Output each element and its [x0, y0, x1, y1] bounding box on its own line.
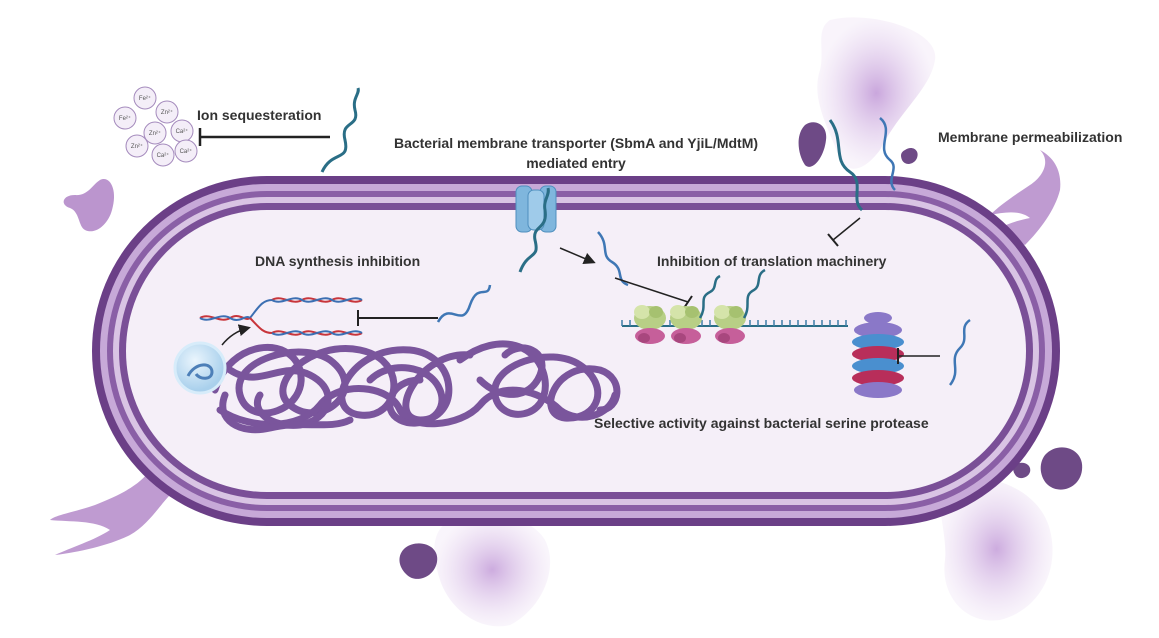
peptide-transporter — [518, 187, 550, 273]
ribosome-2 — [670, 305, 702, 344]
replication-fork-lens — [173, 324, 251, 395]
translation-inhibition-marker-left — [614, 277, 693, 309]
peptide-permeabilization-1 — [828, 119, 864, 212]
bacterial-cell — [92, 176, 1060, 526]
lysis-bursts — [50, 17, 1083, 627]
label-membrane-permeabilization: Membrane permeabilization — [938, 129, 1123, 145]
label-dna-synthesis-inhibition: DNA synthesis inhibition — [255, 253, 421, 269]
ion-label: Zn²⁺ — [149, 130, 161, 137]
blob-bottom-left — [399, 543, 438, 579]
entry-arrow — [559, 247, 596, 265]
protease-inhibition-marker — [897, 348, 940, 364]
translation-inhibition-marker-right — [827, 217, 861, 247]
label-transporter-line1: Bacterial membrane transporter (SbmA and… — [393, 135, 759, 151]
burst-bottom-center — [434, 512, 551, 627]
label-translation-inhibition: Inhibition of translation machinery — [657, 253, 887, 269]
ion-label: Ca²⁺ — [180, 148, 193, 155]
ion-label: Fe²⁺ — [139, 95, 151, 102]
ribosome-1 — [634, 305, 666, 344]
blob-top-right-2 — [901, 147, 918, 164]
peptide-protease — [948, 318, 971, 386]
burst-right — [985, 150, 1061, 245]
burst-left — [63, 179, 115, 232]
burst-bottom-right — [940, 477, 1053, 621]
dna-replication-fork — [199, 297, 363, 336]
blob-top-right-1 — [798, 122, 827, 167]
label-ion-sequestration: Ion sequesteration — [197, 107, 322, 123]
dna-inhibition-marker — [357, 310, 438, 326]
peptide-dna — [436, 284, 492, 323]
label-transporter-line2: mediated entry — [526, 155, 626, 171]
peptide-ribosome-2 — [742, 268, 766, 319]
ion-label: Ca²⁺ — [176, 128, 189, 135]
ion-label: Ca²⁺ — [157, 152, 170, 159]
membrane-transporter — [515, 185, 557, 233]
peptide-ribosome-1 — [698, 274, 721, 319]
burst-top-right — [817, 17, 936, 169]
blob-bottom-right — [1040, 447, 1083, 490]
burst-bottom-left — [50, 470, 170, 555]
peptide-ion — [320, 87, 360, 173]
label-serine-protease: Selective activity against bacterial ser… — [594, 415, 929, 431]
ion-cluster: Fe²⁺ Zn²⁺ Fe²⁺ Zn²⁺ Ca²⁺ Zn²⁺ Ca²⁺ Ca²⁺ — [113, 86, 198, 167]
chromosome — [211, 340, 621, 434]
serine-protease — [852, 312, 904, 398]
ion-label: Zn²⁺ — [131, 143, 143, 150]
ion-label: Zn²⁺ — [161, 109, 173, 116]
blob-bottom-right-small — [1013, 462, 1031, 479]
ion-inhibition-marker — [198, 128, 330, 146]
ribosome-3 — [714, 305, 746, 344]
peptide-permeabilization-2 — [879, 117, 896, 191]
ion-label: Fe²⁺ — [119, 115, 131, 122]
